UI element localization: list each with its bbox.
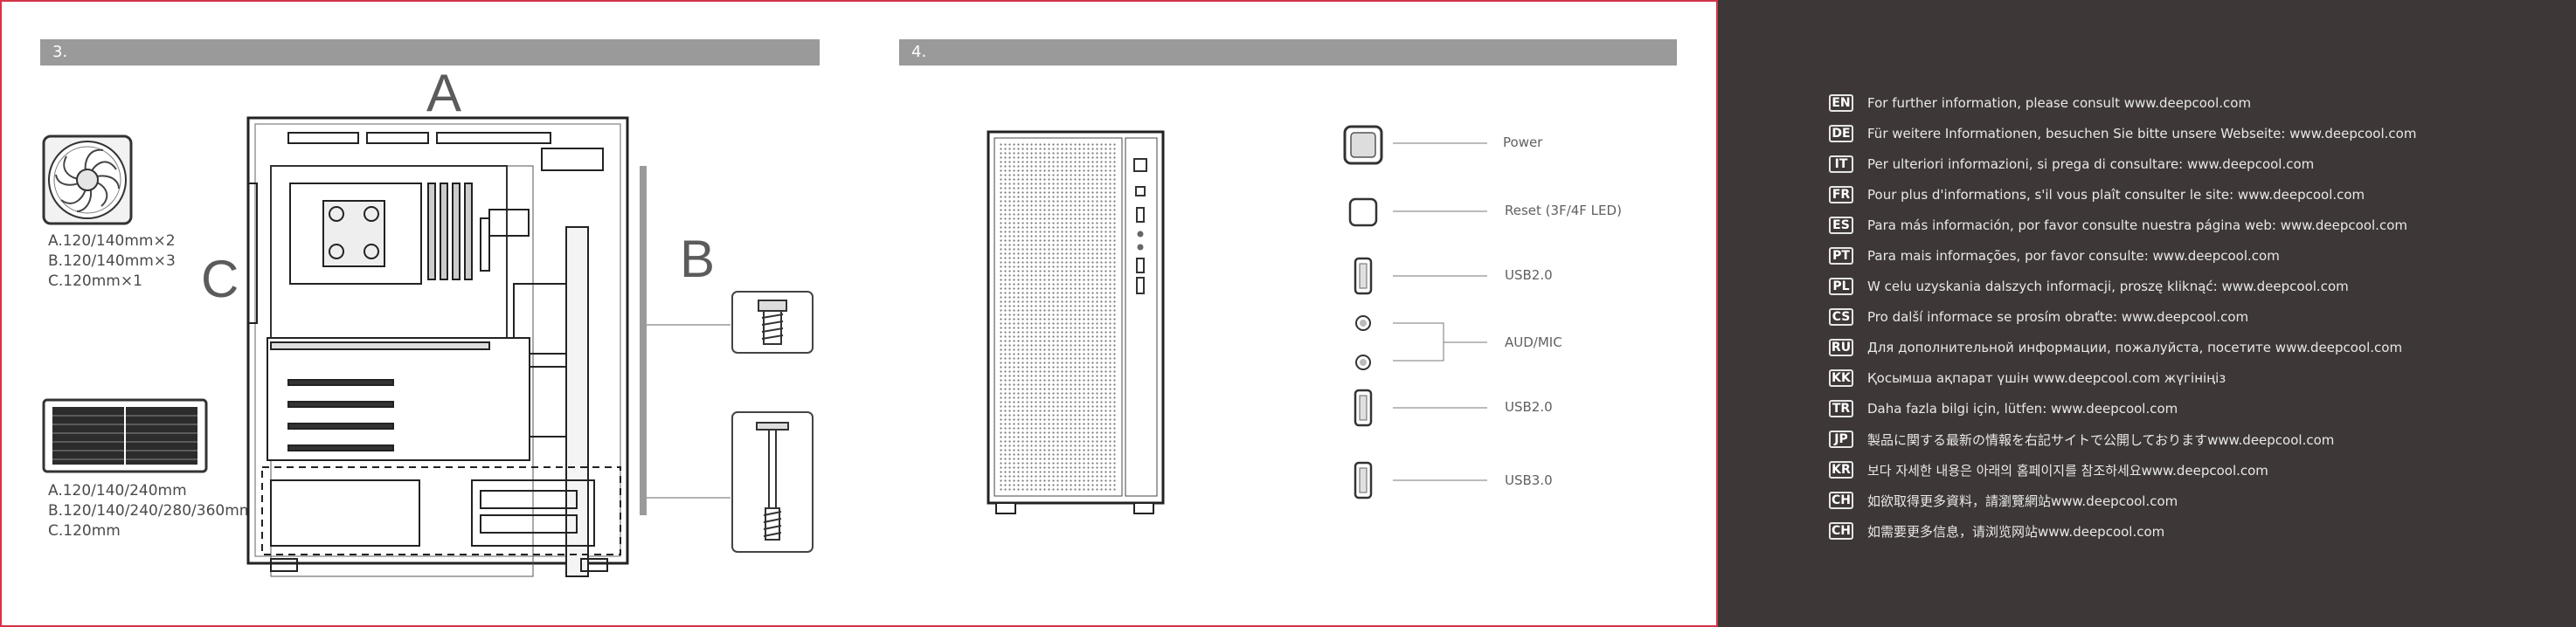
language-code: DE	[1829, 125, 1853, 142]
usb-port-icon-2	[1354, 389, 1373, 427]
language-row-cs: CS Pro další informace se prosím obraťte:…	[1829, 306, 2248, 328]
fan-spec-c: C.120mm×1	[48, 272, 142, 290]
language-code: CS	[1829, 308, 1853, 326]
language-panel	[1718, 0, 2576, 627]
section-3-number: 3.	[52, 43, 68, 61]
language-text: 製品に関する最新の情報を右記サイトで公開しておりますwww.deepcool.c…	[1867, 431, 2335, 448]
callout-lines	[647, 324, 731, 499]
language-code: EN	[1829, 94, 1853, 112]
case-front-diagram	[987, 130, 1165, 514]
language-code: IT	[1829, 155, 1853, 173]
radiator-spec-b: B.120/140/240/280/360mm	[48, 502, 254, 520]
language-code: KK	[1829, 369, 1853, 387]
audio-jack-icon-1	[1355, 315, 1371, 331]
usb-port-icon-1	[1354, 257, 1373, 295]
io-label-usb3: USB3.0	[1505, 472, 1553, 488]
usb-port-icon-3	[1354, 461, 1373, 500]
radiator-spec-list: A.120/140/240mm B.120/140/240/280/360mm …	[48, 481, 253, 541]
language-row-kr: KR 보다 자세한 내용은 아래의 홈페이지를 참조하세요www.deepcool…	[1829, 458, 2268, 481]
language-text: W celu uzyskania dalszych informacji, pr…	[1867, 279, 2349, 294]
language-text: 如欲取得更多資料，請瀏覽網站www.deepcool.com	[1867, 493, 2178, 509]
radiator-spec-c: C.120mm	[48, 522, 121, 540]
language-text: For further information, please consult …	[1867, 95, 2252, 111]
language-row-de: DE Für weitere Informationen, besuchen Si…	[1829, 122, 2416, 145]
power-button-icon	[1343, 125, 1383, 165]
language-row-ru: RU Для дополнительной информации, пожалуй…	[1829, 336, 2402, 359]
case-interior-diagram	[246, 116, 647, 577]
position-letter-c: C	[201, 250, 239, 308]
language-text: Para más información, por favor consulte…	[1867, 217, 2407, 233]
language-row-jp: JP 製品に関する最新の情報を右記サイトで公開しておりますwww.deepcool…	[1829, 428, 2334, 451]
language-row-fr: FR Pour plus d'informations, s'il vous pl…	[1829, 183, 2365, 206]
language-text: Для дополнительной информации, пожалуйст…	[1867, 340, 2403, 355]
fan-icon	[42, 134, 133, 225]
long-screw-icon	[731, 411, 814, 553]
language-row-en: EN For further information, please consul…	[1829, 92, 2251, 114]
language-code: ES	[1829, 217, 1853, 234]
audio-jack-icon-2	[1355, 355, 1371, 370]
language-text: 如需要更多信息，请浏览网站www.deepcool.com	[1867, 523, 2165, 540]
language-code: CH	[1829, 492, 1853, 509]
language-row-es: ES Para más información, por favor consul…	[1829, 214, 2407, 237]
language-row-kk: KK Қосымша ақпарат үшін www.deepcool.com …	[1829, 367, 2226, 389]
language-text: Für weitere Informationen, besuchen Sie …	[1867, 126, 2417, 141]
io-label-reset: Reset (3F/4F LED)	[1505, 203, 1622, 218]
language-row-tr: TR Daha fazla bilgi için, lütfen: www.dee…	[1829, 397, 2178, 420]
fan-spec-a: A.120/140mm×2	[48, 232, 176, 250]
io-leader-lines	[1393, 142, 1487, 481]
language-row-pl: PL W celu uzyskania dalszych informacji, …	[1829, 275, 2349, 298]
section-3-header: 3.	[40, 39, 820, 65]
position-letter-b: B	[680, 230, 716, 288]
language-text: Daha fazla bilgi için, lütfen: www.deepc…	[1867, 401, 2178, 417]
language-code: JP	[1829, 431, 1853, 448]
fan-spec-list: A.120/140mm×2 B.120/140mm×3 C.120mm×1	[48, 231, 176, 292]
language-code: PT	[1829, 247, 1853, 265]
language-code: FR	[1829, 186, 1853, 203]
language-code: KR	[1829, 461, 1853, 479]
fan-spec-b: B.120/140mm×3	[48, 252, 176, 270]
io-label-aud-mic: AUD/MIC	[1505, 334, 1562, 350]
language-text: 보다 자세한 내용은 아래의 홈페이지를 참조하세요www.deepcool.c…	[1867, 462, 2268, 479]
language-code: CH	[1829, 522, 1853, 540]
language-text: Para mais informações, por favor consult…	[1867, 248, 2280, 264]
language-row-ch-simplified: CH 如需要更多信息，请浏览网站www.deepcool.com	[1829, 520, 2164, 542]
section-4-header: 4.	[899, 39, 1677, 65]
language-code: RU	[1829, 339, 1853, 356]
language-row-ch-traditional: CH 如欲取得更多資料，請瀏覽網站www.deepcool.com	[1829, 489, 2178, 512]
io-label-usb2-top: USB2.0	[1505, 267, 1553, 283]
language-text: Per ulteriori informazioni, si prega di …	[1867, 156, 2315, 172]
language-row-pt: PT Para mais informações, por favor consu…	[1829, 245, 2280, 267]
section-4-number: 4.	[911, 43, 927, 61]
language-code: TR	[1829, 400, 1853, 417]
radiator-icon	[42, 398, 208, 473]
radiator-spec-a: A.120/140/240mm	[48, 482, 187, 500]
language-text: Қосымша ақпарат үшін www.deepcool.com жү…	[1867, 370, 2226, 386]
position-letter-a: A	[426, 64, 462, 122]
language-text: Pro další informace se prosím obraťte: w…	[1867, 309, 2249, 325]
io-label-usb2-bottom: USB2.0	[1505, 399, 1553, 415]
language-row-it: IT Per ulteriori informazioni, si prega d…	[1829, 153, 2314, 176]
short-screw-icon	[731, 291, 814, 354]
language-text: Pour plus d'informations, s'il vous plaî…	[1867, 187, 2365, 203]
reset-button-icon	[1348, 197, 1378, 227]
io-label-power: Power	[1503, 134, 1543, 150]
language-code: PL	[1829, 278, 1853, 295]
